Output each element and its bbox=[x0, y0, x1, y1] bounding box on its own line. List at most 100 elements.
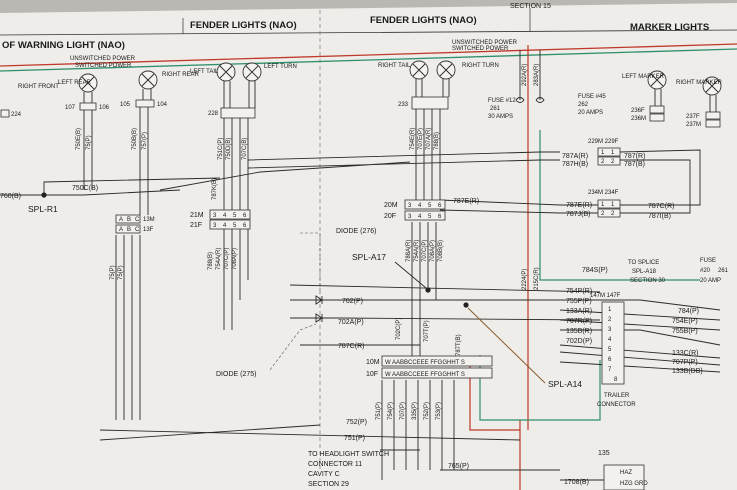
wire-label-292a: 292A(R) bbox=[522, 64, 528, 86]
wire-label-787a: 787A(R) bbox=[562, 153, 588, 160]
svg-text:21M: 21M bbox=[190, 212, 204, 219]
svg-text:6: 6 bbox=[243, 213, 247, 219]
svg-text:RIGHT FRONT: RIGHT FRONT bbox=[18, 84, 59, 90]
svg-text:3: 3 bbox=[213, 213, 217, 219]
switched-power-label-right: SWITCHED POWER bbox=[452, 46, 509, 52]
lamp-left-turn: LEFT TURN bbox=[242, 62, 297, 82]
wire-label-707e: 707E(P) bbox=[418, 128, 424, 150]
wire-label-708a: 708A(P) bbox=[430, 240, 436, 262]
svg-text:228: 228 bbox=[208, 111, 219, 117]
header-section: SECTION 15 bbox=[510, 3, 551, 10]
svg-text:W AABBCCEEE FFGGHHT S: W AABBCCEEE FFGGHHT S bbox=[385, 360, 465, 366]
switched-power-label: SWITCHED POWER bbox=[75, 63, 132, 69]
svg-text:LEFT TURN: LEFT TURN bbox=[264, 64, 297, 70]
splice-r1-label: SPL-R1 bbox=[28, 204, 58, 214]
svg-text:5: 5 bbox=[428, 214, 432, 220]
connector-237: 237F 237M bbox=[686, 111, 721, 128]
wire-label-754p2: 754(P) bbox=[388, 402, 394, 420]
wire-label-75-b: 75(P) bbox=[110, 265, 116, 280]
svg-text:FUSE: FUSE bbox=[700, 258, 716, 264]
wire-label-702c: 702C(P) bbox=[396, 318, 402, 340]
wire-label-754b: 754E(P) bbox=[672, 318, 698, 325]
wire-label-787g: 787E(R) bbox=[566, 202, 592, 209]
splice-a14-leader bbox=[467, 307, 546, 384]
connector-20: 3 4 5 6 3 4 5 6 20M 20F bbox=[384, 199, 446, 221]
wire-label-133b: 133B(DB) bbox=[672, 368, 703, 375]
wire-label-787e: 787E(R) bbox=[453, 198, 479, 205]
svg-text:20F: 20F bbox=[384, 213, 396, 220]
wire-label-787tb: 787T(B) bbox=[456, 334, 462, 356]
svg-text:229M 229F: 229M 229F bbox=[588, 139, 619, 145]
svg-text:13M: 13M bbox=[143, 217, 155, 223]
svg-text:RIGHT TAIL: RIGHT TAIL bbox=[378, 63, 411, 69]
svg-text:1: 1 bbox=[601, 202, 605, 208]
wire-label-788-b: 788(B) bbox=[208, 252, 214, 270]
header-roof-warning: OF WARNING LIGHT (NAO) bbox=[2, 40, 125, 51]
fuse-20: FUSE #20 261 20 AMP bbox=[700, 258, 729, 284]
svg-text:6: 6 bbox=[243, 223, 247, 229]
section-30-label: SECTION 30 bbox=[630, 278, 666, 284]
svg-text:A: A bbox=[119, 227, 123, 233]
wire-label-754p: 754P(R) bbox=[566, 288, 592, 295]
svg-text:135: 135 bbox=[598, 450, 610, 457]
fuse-45: FUSE #45 262 20 AMPS bbox=[535, 50, 606, 116]
svg-text:W AABBCCEEE FFGGHHT S: W AABBCCEEE FFGGHHT S bbox=[385, 372, 465, 378]
connector-10: W AABBCCEEE FFGGHHT S W AABBCCEEE FFGGHH… bbox=[366, 355, 493, 379]
svg-text:2: 2 bbox=[611, 211, 615, 217]
svg-text:3: 3 bbox=[408, 214, 412, 220]
svg-text:10M: 10M bbox=[366, 359, 380, 366]
svg-text:RIGHT TURN: RIGHT TURN bbox=[462, 63, 499, 69]
fuse-12: FUSE #12 261 30 AMPS bbox=[488, 50, 525, 120]
lamp-left-tail: LEFT TAIL bbox=[190, 62, 236, 82]
header-rule bbox=[0, 29, 737, 36]
svg-text:237F: 237F bbox=[686, 114, 700, 120]
connector-233: 233 bbox=[398, 96, 449, 110]
svg-text:4: 4 bbox=[418, 203, 422, 209]
feed-green-bottom bbox=[479, 355, 601, 421]
connector-135: 135 HAZ HZG GRD bbox=[598, 450, 648, 490]
svg-text:1: 1 bbox=[601, 150, 605, 156]
svg-text:5: 5 bbox=[233, 213, 237, 219]
diode-275: DIODE (275) bbox=[216, 313, 323, 378]
header-marker: MARKER LIGHTS bbox=[630, 22, 709, 33]
svg-text:3: 3 bbox=[213, 223, 217, 229]
unswitched-power-label: UNSWITCHED POWER bbox=[70, 56, 136, 62]
wire-label-702a: 702A(P) bbox=[338, 319, 364, 326]
splice-a17-leader bbox=[394, 261, 427, 289]
svg-text:6: 6 bbox=[608, 357, 612, 363]
wire-label-707p: 707P(P) bbox=[672, 359, 698, 366]
splice-a17-label: SPL-A17 bbox=[352, 252, 386, 262]
wire-label-707c-c: 707C(P) bbox=[224, 248, 230, 270]
horizontal-runs bbox=[0, 149, 721, 481]
lamp-right-tail: RIGHT TAIL bbox=[378, 60, 429, 80]
wire-label-702: 702(P) bbox=[342, 298, 363, 305]
lamp-right-marker: RIGHT MARKER bbox=[676, 76, 723, 96]
svg-text:HAZ: HAZ bbox=[620, 470, 632, 476]
wire-label-757: 757(P) bbox=[142, 132, 148, 150]
connector-234: 1 1 2 2 234M 234F bbox=[588, 190, 621, 218]
header-fender-left: FENDER LIGHTS (NAO) bbox=[190, 20, 297, 31]
wire-label-752: 752(P) bbox=[346, 419, 367, 426]
wire-label-133a: 133A(R) bbox=[566, 308, 592, 315]
svg-text:RIGHT REAR: RIGHT REAR bbox=[162, 72, 200, 78]
svg-text:105: 105 bbox=[120, 102, 131, 108]
svg-text:1: 1 bbox=[608, 307, 612, 313]
wire-label-750b: 750B(B) bbox=[132, 128, 138, 150]
svg-text:4: 4 bbox=[608, 337, 612, 343]
svg-text:RIGHT MARKER: RIGHT MARKER bbox=[676, 80, 723, 86]
wire-label-750d: 750D(B) bbox=[226, 138, 232, 160]
svg-text:261: 261 bbox=[490, 106, 501, 112]
wire-label-707a: 707A(R) bbox=[426, 128, 432, 150]
svg-text:1: 1 bbox=[611, 150, 615, 156]
wire-label-754a: 754A(R) bbox=[414, 240, 420, 262]
svg-text:30 AMPS: 30 AMPS bbox=[488, 114, 513, 120]
svg-text:20M: 20M bbox=[384, 202, 398, 209]
spl-a18-label: SPL-A18 bbox=[632, 269, 657, 275]
svg-text:3: 3 bbox=[408, 203, 412, 209]
svg-text:20 AMP: 20 AMP bbox=[700, 278, 721, 284]
splice-a14-dot bbox=[463, 302, 469, 308]
wire-label-75-c: 75(P) bbox=[118, 265, 124, 280]
svg-text:LEFT MARKER: LEFT MARKER bbox=[622, 74, 665, 80]
svg-text:1: 1 bbox=[611, 202, 615, 208]
wire-label-707p2: 707(P) bbox=[400, 402, 406, 420]
